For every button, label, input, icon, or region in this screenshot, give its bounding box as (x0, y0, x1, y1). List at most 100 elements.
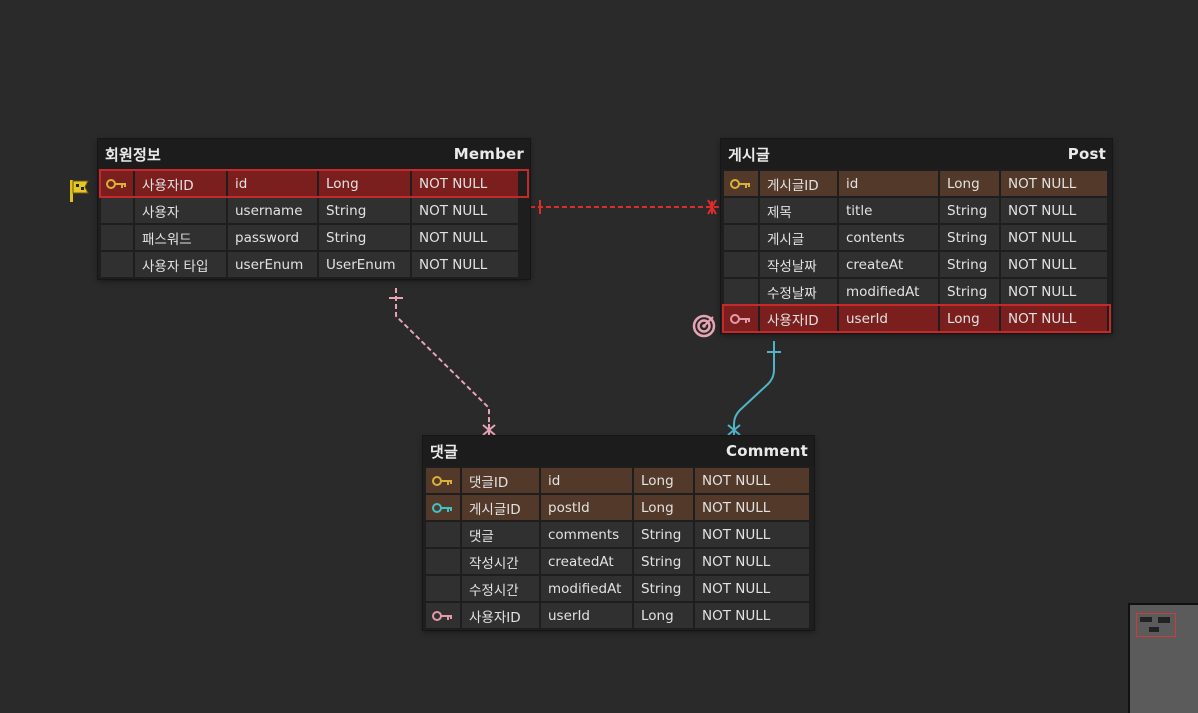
column-physical-name: id (839, 171, 938, 196)
column-logical-name: 게시글 (760, 225, 837, 250)
column-constraint: NOT NULL (695, 603, 809, 628)
column-row-userenum[interactable]: 사용자 타입 userEnum UserEnum NOT NULL (101, 252, 527, 277)
key-slot (101, 198, 133, 223)
column-constraint: NOT NULL (695, 549, 809, 574)
entity-physical-name: Comment (726, 442, 808, 460)
column-type: Long (940, 171, 999, 196)
column-type: String (940, 252, 999, 277)
column-type: String (940, 279, 999, 304)
column-physical-name: modifiedAt (839, 279, 938, 304)
entity-header[interactable]: 게시글 Post (721, 139, 1112, 169)
column-physical-name: postId (541, 495, 632, 520)
column-logical-name: 작성시간 (462, 549, 539, 574)
relation-member-comment[interactable] (389, 288, 496, 436)
column-row-id[interactable]: 게시글ID id Long NOT NULL (724, 171, 1109, 196)
column-physical-name: userId (541, 603, 632, 628)
relation-post-comment[interactable] (727, 341, 781, 436)
column-physical-name: createAt (839, 252, 938, 277)
column-list: 사용자ID id Long NOT NULL 사용자 username Stri… (98, 169, 530, 279)
key-slot (101, 252, 133, 277)
column-row-contents[interactable]: 게시글 contents String NOT NULL (724, 225, 1109, 250)
column-type: Long (634, 468, 693, 493)
column-type: String (634, 576, 693, 601)
column-physical-name: title (839, 198, 938, 223)
key-icon (724, 306, 758, 331)
entity-logical-name: 댓글 (430, 442, 459, 461)
column-row-createat[interactable]: 작성날짜 createAt String NOT NULL (724, 252, 1109, 277)
column-constraint: NOT NULL (1001, 306, 1107, 331)
column-logical-name: 사용자ID (462, 603, 539, 628)
column-type: String (634, 522, 693, 547)
column-physical-name: contents (839, 225, 938, 250)
column-physical-name: id (228, 171, 317, 196)
column-physical-name: id (541, 468, 632, 493)
column-logical-name: 수정날짜 (760, 279, 837, 304)
column-logical-name: 수정시간 (462, 576, 539, 601)
column-constraint: NOT NULL (695, 468, 809, 493)
column-logical-name: 제목 (760, 198, 837, 223)
minimap-viewport[interactable] (1136, 613, 1176, 637)
column-logical-name: 사용자ID (135, 171, 226, 196)
entity-logical-name: 회원정보 (105, 145, 162, 164)
key-icon (426, 603, 460, 628)
column-constraint: NOT NULL (412, 198, 518, 223)
column-row-comments[interactable]: 댓글 comments String NOT NULL (426, 522, 811, 547)
relation-member-post[interactable] (530, 199, 722, 215)
column-row-id[interactable]: 사용자ID id Long NOT NULL (101, 171, 527, 196)
entity-logical-name: 게시글 (728, 145, 771, 164)
key-icon (426, 495, 460, 520)
column-row-createdat[interactable]: 작성시간 createdAt String NOT NULL (426, 549, 811, 574)
column-row-username[interactable]: 사용자 username String NOT NULL (101, 198, 527, 223)
column-physical-name: userId (839, 306, 938, 331)
column-type: String (634, 549, 693, 574)
column-row-userid[interactable]: 사용자ID userId Long NOT NULL (724, 306, 1109, 331)
column-type: Long (634, 495, 693, 520)
column-logical-name: 게시글ID (462, 495, 539, 520)
column-physical-name: comments (541, 522, 632, 547)
entity-physical-name: Post (1067, 145, 1106, 163)
key-slot (724, 279, 758, 304)
entity-comment[interactable]: 댓글 Comment 댓글ID id Long NOT NULL 게시글ID p… (423, 436, 814, 630)
entity-header[interactable]: 회원정보 Member (98, 139, 530, 169)
key-icon (101, 171, 133, 196)
key-slot (426, 549, 460, 574)
column-constraint: NOT NULL (412, 171, 518, 196)
column-row-title[interactable]: 제목 title String NOT NULL (724, 198, 1109, 223)
column-constraint: NOT NULL (695, 495, 809, 520)
minimap[interactable] (1128, 603, 1198, 713)
column-constraint: NOT NULL (1001, 279, 1107, 304)
column-physical-name: username (228, 198, 317, 223)
column-constraint: NOT NULL (695, 522, 809, 547)
entity-member[interactable]: 회원정보 Member 사용자ID id Long NOT NULL 사용자 u… (98, 139, 530, 279)
column-constraint: NOT NULL (1001, 252, 1107, 277)
column-row-id[interactable]: 댓글ID id Long NOT NULL (426, 468, 811, 493)
column-physical-name: userEnum (228, 252, 317, 277)
column-logical-name: 사용자 (135, 198, 226, 223)
column-type: String (319, 198, 410, 223)
column-row-userid[interactable]: 사용자ID userId Long NOT NULL (426, 603, 811, 628)
flag-icon (68, 178, 92, 208)
minimap-entity (1158, 617, 1170, 623)
column-row-password[interactable]: 패스워드 password String NOT NULL (101, 225, 527, 250)
key-slot (724, 225, 758, 250)
minimap-entity (1149, 627, 1159, 632)
column-type: String (940, 225, 999, 250)
column-physical-name: password (228, 225, 317, 250)
column-list: 게시글ID id Long NOT NULL 제목 title String N… (721, 169, 1112, 333)
entity-post[interactable]: 게시글 Post 게시글ID id Long NOT NULL 제목 title… (721, 139, 1112, 333)
column-row-modifiedat[interactable]: 수정시간 modifiedAt String NOT NULL (426, 576, 811, 601)
column-row-modifiedat[interactable]: 수정날짜 modifiedAt String NOT NULL (724, 279, 1109, 304)
entity-physical-name: Member (453, 145, 524, 163)
key-slot (426, 522, 460, 547)
minimap-entity (1140, 617, 1152, 622)
key-icon (724, 171, 758, 196)
column-logical-name: 작성날짜 (760, 252, 837, 277)
column-logical-name: 게시글ID (760, 171, 837, 196)
entity-header[interactable]: 댓글 Comment (423, 436, 814, 466)
key-slot (724, 198, 758, 223)
key-icon (426, 468, 460, 493)
column-row-postid[interactable]: 게시글ID postId Long NOT NULL (426, 495, 811, 520)
column-type: String (940, 198, 999, 223)
key-slot (426, 576, 460, 601)
